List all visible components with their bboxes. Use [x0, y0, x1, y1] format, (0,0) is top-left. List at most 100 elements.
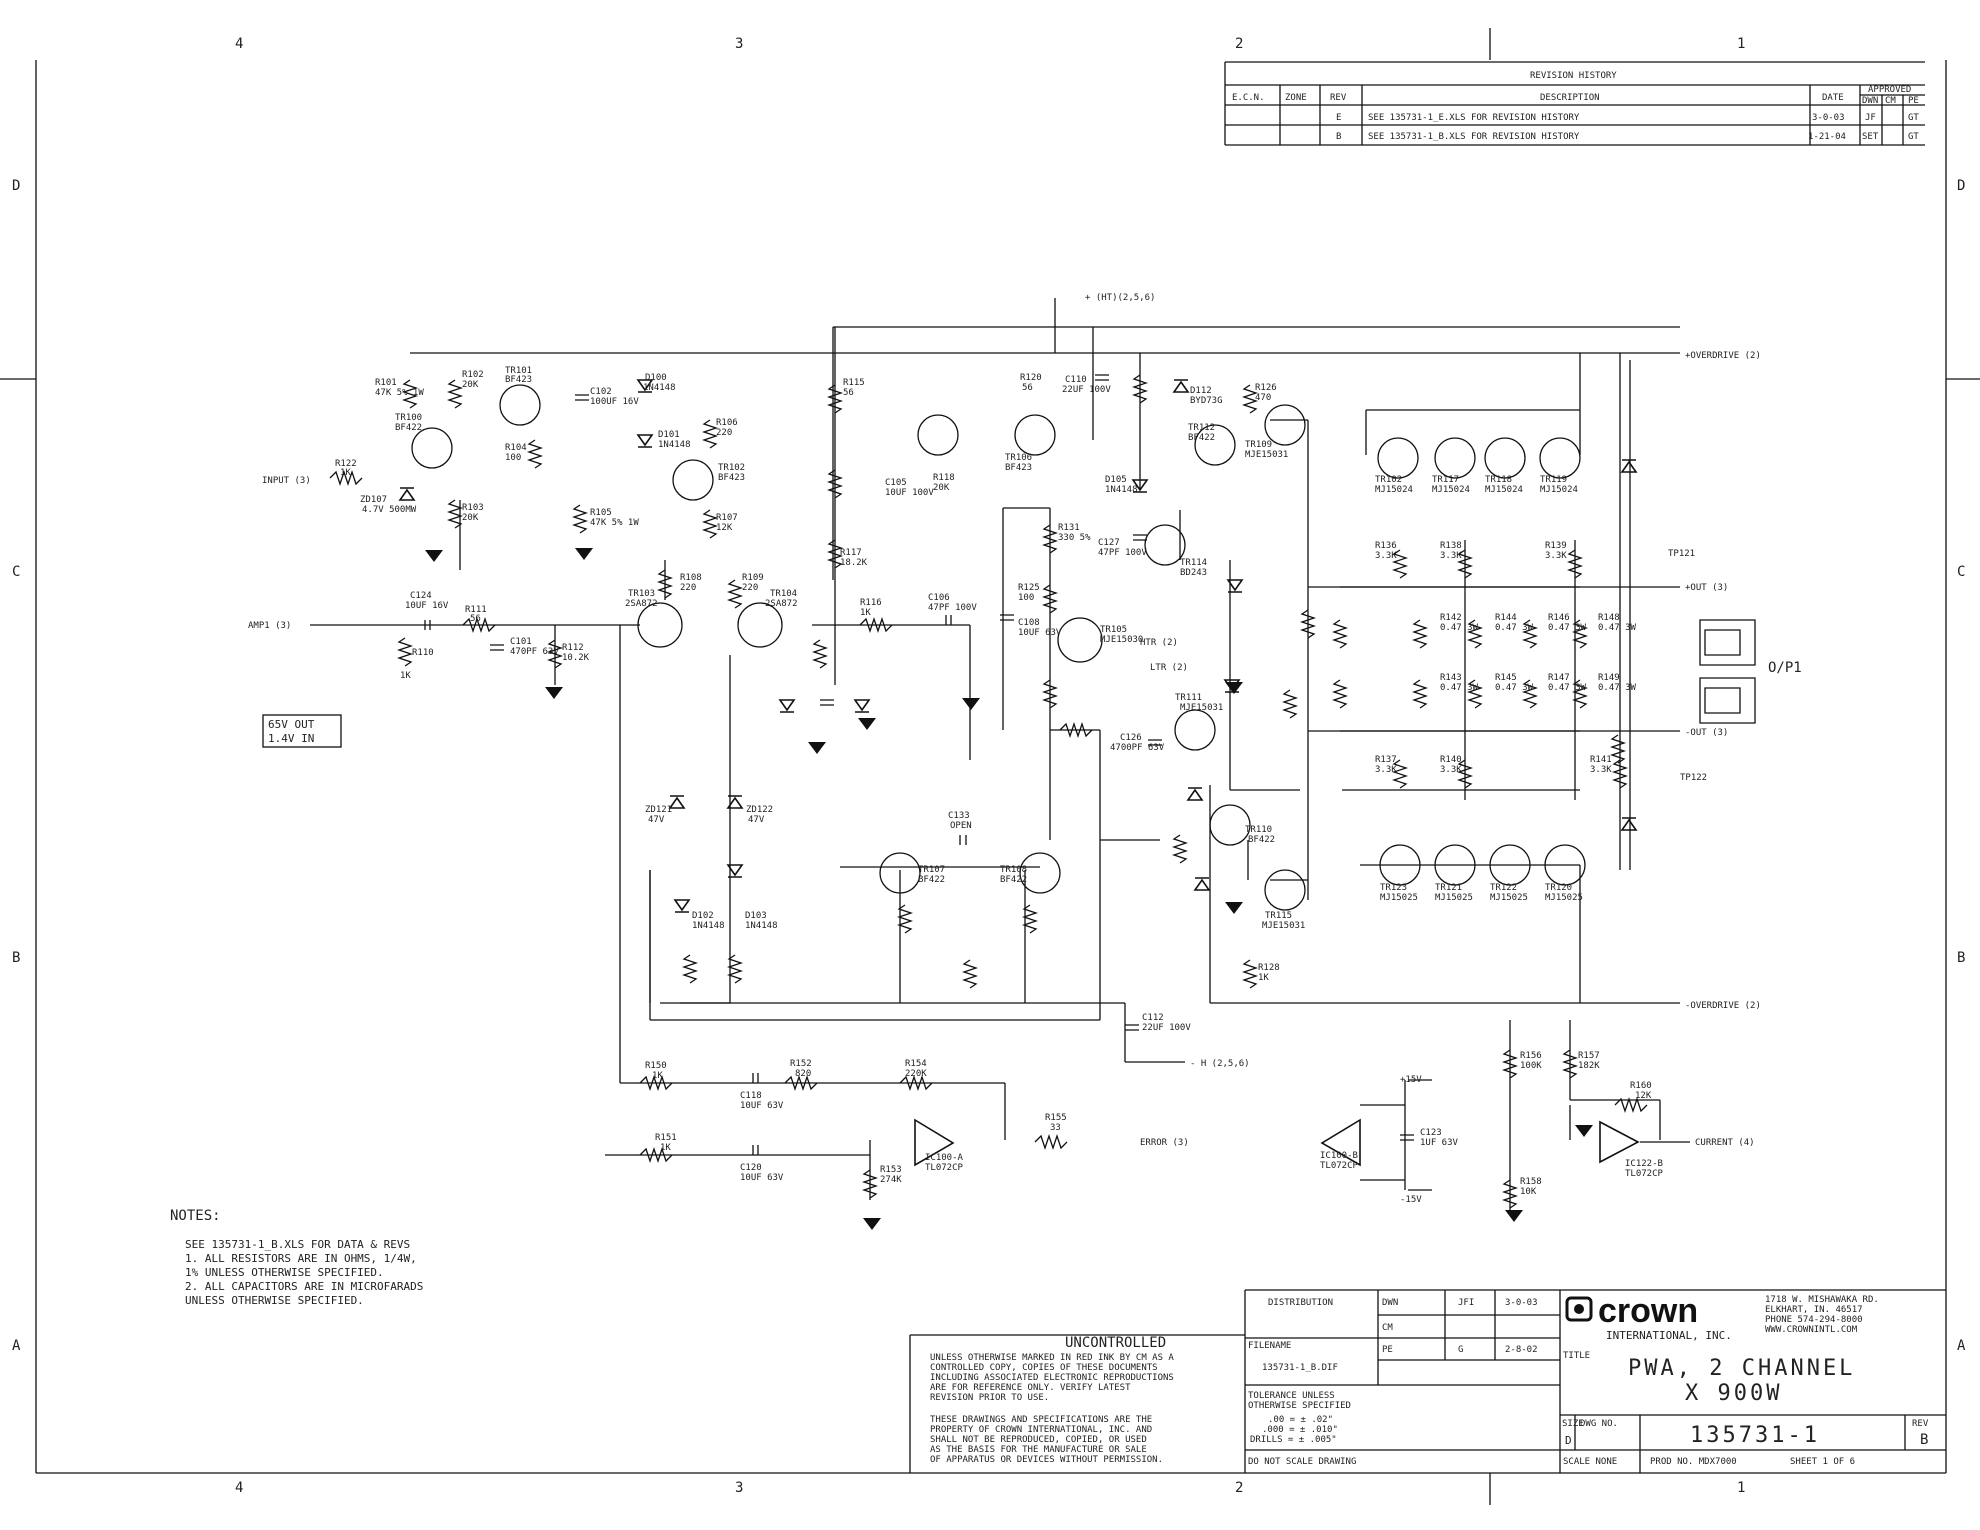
- r104-label: R104: [505, 443, 527, 453]
- notes-line-5: UNLESS OTHERWISE SPECIFIED.: [185, 1294, 364, 1307]
- trn1-type: MJ15025: [1380, 893, 1418, 903]
- zener-zd122: [726, 795, 744, 809]
- c118-label: C118: [740, 1091, 762, 1101]
- capacitor-symbols: [424, 374, 1414, 1155]
- c123-value: 1UF 63V: [1420, 1138, 1459, 1148]
- diode-d128: [1186, 787, 1204, 801]
- transistor-tr107: [879, 852, 921, 894]
- emit-r5-val: 0.47 3W: [1440, 683, 1479, 693]
- ic3-type: TL072CP: [1625, 1169, 1664, 1179]
- transistor-tr120: [917, 414, 959, 456]
- net-input-left: INPUT (3): [262, 476, 311, 486]
- resistor-r114: [726, 954, 744, 984]
- r128-label: R128: [1258, 963, 1280, 973]
- r154-value: 220K: [905, 1069, 927, 1079]
- ic1-label: IC100-A: [925, 1153, 964, 1163]
- uncontrolled-line-2: CONTROLLED COPY, COPIES OF THESE DOCUMEN…: [930, 1363, 1158, 1373]
- c124-label: C124: [410, 591, 432, 601]
- r157-label: R157: [1578, 1051, 1600, 1061]
- r101-value: 47K 5% 1W: [375, 388, 424, 398]
- resistor-r106: [701, 419, 719, 449]
- ground-icon: [545, 687, 563, 699]
- c108-value: 10UF 63V: [1018, 628, 1062, 638]
- rev-label: REV: [1912, 1419, 1929, 1429]
- r116-label: R116: [860, 598, 882, 608]
- ground-icon: [1575, 1125, 1593, 1137]
- wiring: [310, 298, 1690, 1210]
- emit-r7: R147: [1548, 673, 1570, 683]
- zone-top-2: 3: [735, 36, 743, 52]
- r108-label: R108: [680, 573, 702, 583]
- emit-r6: R145: [1495, 673, 1517, 683]
- r107-value: 12K: [716, 523, 733, 533]
- base-r6-val: 3.3K: [1590, 765, 1612, 775]
- resistor-r134: [1331, 679, 1349, 709]
- zone-top-3: 2: [1235, 36, 1243, 52]
- diode-d103: [726, 864, 744, 878]
- ic2-type: TL072CP: [1320, 1161, 1359, 1171]
- zener-zd121: [668, 795, 686, 809]
- rev-row1-pe: GT: [1908, 113, 1919, 123]
- trp2-type: MJ15024: [1432, 485, 1470, 495]
- resistor-r105: [571, 504, 589, 534]
- resistor-r102: [446, 379, 464, 409]
- tolerance-1: .00 = ± .02": [1268, 1415, 1333, 1425]
- c126-value: 4700PF 63V: [1110, 743, 1165, 753]
- resistor-r155: [1034, 1133, 1068, 1151]
- diode-d101: [636, 434, 654, 448]
- address-3: PHONE 574-294-8000: [1765, 1315, 1863, 1325]
- net-override-pos: +OVERDRIVE (2): [1685, 351, 1761, 361]
- zd107-label: ZD107: [360, 495, 387, 505]
- r105-value: 47K 5% 1W: [590, 518, 639, 528]
- prod-no: PROD NO. MDX7000: [1650, 1457, 1737, 1467]
- uncontrolled-title: UNCONTROLLED: [1065, 1335, 1166, 1351]
- zone-bottom-3: 2: [1235, 1480, 1243, 1496]
- zone-labels: 4 3 2 1 4 3 2 1 D C B A D C B A: [12, 36, 1966, 1496]
- diode-d125: [853, 699, 871, 713]
- transistor-tr108: [1019, 852, 1061, 894]
- resistor-r135: [1391, 759, 1409, 789]
- resistor-r101: [401, 379, 419, 409]
- rev-row2-dwn: SET: [1862, 132, 1879, 142]
- zd122-value: 47V: [748, 815, 765, 825]
- pe-name: G: [1458, 1345, 1463, 1355]
- r160-value: 12K: [1635, 1091, 1652, 1101]
- ground-icon: [863, 1218, 881, 1230]
- r109-value: 220: [742, 583, 758, 593]
- sheet-value: SHEET 1 OF 6: [1790, 1457, 1855, 1467]
- emit-r4-val: 0.47 3W: [1598, 623, 1637, 633]
- r105-label: R105: [590, 508, 612, 518]
- ic1-type: TL072CP: [925, 1163, 964, 1173]
- opamp-ic122b: [1599, 1120, 1640, 1164]
- zone-left-a: A: [12, 1338, 21, 1354]
- tr100-type: BF422: [395, 423, 422, 433]
- zd122-label: ZD122: [746, 805, 773, 815]
- emit-r1: R142: [1440, 613, 1462, 623]
- resistor-r160: [1614, 1096, 1648, 1114]
- net-top-rail: + (HT)(2,5,6): [1085, 293, 1155, 303]
- base-r3: R139: [1545, 541, 1567, 551]
- trp2-label: TR117: [1432, 475, 1459, 485]
- rev-row1-dwn: JF: [1865, 113, 1876, 123]
- base-r2-val: 3.3K: [1440, 551, 1462, 561]
- zd121-value: 47V: [648, 815, 665, 825]
- capacitor-c108: [1000, 614, 1014, 621]
- c112-label: C112: [1142, 1013, 1164, 1023]
- tr115-type: MJE15031: [1262, 921, 1305, 931]
- revision-history-table: REVISION HISTORY E.C.N. ZONE REV DESCRIP…: [1224, 61, 1925, 146]
- tr111-type: MJE15031: [1180, 703, 1223, 713]
- rev-row2-rev: B: [1336, 132, 1341, 142]
- transistor-symbols: [411, 384, 1586, 911]
- net-out-pos: +OUT (3): [1685, 583, 1728, 593]
- dwg-no-label: DWG NO.: [1580, 1419, 1618, 1429]
- ic2-label: IC100-B: [1320, 1151, 1358, 1161]
- c101-value: 470PF 63V: [510, 647, 559, 657]
- trn2-type: MJ15025: [1435, 893, 1473, 903]
- rev-row1-date: 3-0-03: [1812, 113, 1845, 123]
- resistor-r120b: [961, 959, 979, 989]
- trp1-type: MJ15024: [1375, 485, 1413, 495]
- trn1-label: TR123: [1380, 883, 1407, 893]
- d102-type: 1N4148: [692, 921, 725, 931]
- rev-header-description: DESCRIPTION: [1540, 93, 1600, 103]
- rev-row2-description: SEE 135731-1_B.XLS FOR REVISION HISTORY: [1368, 132, 1580, 142]
